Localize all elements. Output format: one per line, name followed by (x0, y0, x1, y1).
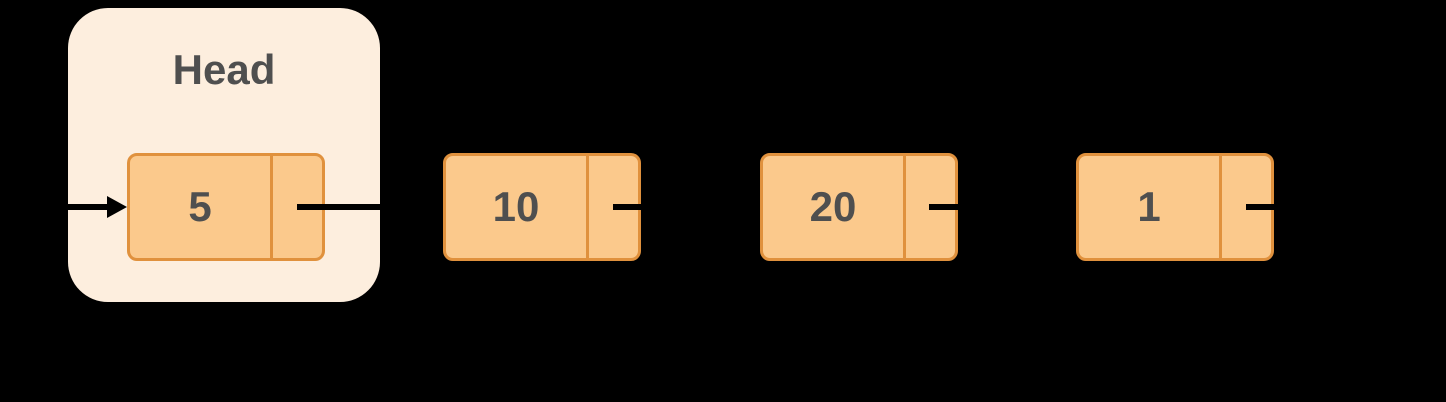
node-value: 20 (809, 183, 857, 230)
arrow-into-head-node (20, 196, 127, 218)
arrow-shaft (929, 204, 1060, 210)
node-pointer-cell (903, 156, 955, 258)
list-node-tail: 1 (1076, 153, 1274, 261)
arrow-node2-to-node3 (929, 196, 1076, 218)
node-pointer-cell (270, 156, 322, 258)
arrowhead-icon (1056, 196, 1076, 218)
head-label: Head (172, 46, 276, 93)
arrowhead-icon (1373, 196, 1393, 218)
arrowhead-icon (107, 196, 127, 218)
node-value: 1 (1137, 183, 1161, 230)
arrowhead-icon (740, 196, 760, 218)
arrow-shaft (613, 204, 744, 210)
arrow-shaft (20, 204, 111, 210)
arrow-shaft (297, 204, 427, 210)
arrowhead-icon (423, 196, 443, 218)
node-pointer-cell (1219, 156, 1271, 258)
node-value: 5 (188, 183, 212, 230)
arrow-node3-next (1246, 196, 1393, 218)
node-pointer-cell (586, 156, 638, 258)
list-node-head: 5 (127, 153, 325, 261)
node-value: 10 (492, 183, 540, 230)
arrow-shaft (1246, 204, 1377, 210)
arrow-node0-to-node1 (297, 196, 443, 218)
list-node: 10 (443, 153, 641, 261)
arrow-node1-to-node2 (613, 196, 760, 218)
